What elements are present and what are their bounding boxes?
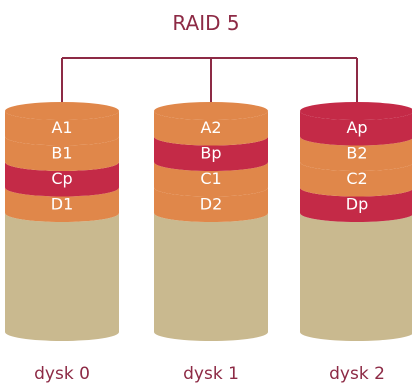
disk-2: Dp C2 B2 Ap dysk 2 (300, 102, 412, 384)
disk-top-cap (300, 102, 412, 120)
block-band (300, 162, 412, 197)
disk-label: dysk 2 (329, 364, 385, 384)
block-label: B1 (51, 143, 72, 162)
block-label: D2 (200, 194, 223, 213)
block-band (300, 111, 412, 146)
block-label: A2 (200, 118, 221, 137)
disk-empty-body (300, 213, 412, 341)
raid-connector-lines (61, 57, 358, 109)
block-label: C1 (200, 169, 221, 188)
block-band (154, 136, 268, 171)
block-band (154, 111, 268, 146)
diagram-title: RAID 5 (172, 11, 239, 35)
disk-top-cap (5, 102, 119, 120)
block-label: Cp (51, 169, 72, 188)
disk-group: D1 Cp B1 A1 dysk 0 D2 C1 Bp A2 dysk 1 Dp C2 B2 Ap dysk… (5, 102, 412, 384)
block-band (5, 111, 119, 146)
disk-label: dysk 0 (34, 364, 90, 384)
block-label: Bp (200, 143, 221, 162)
disk-top-cap (154, 102, 268, 120)
block-label: D1 (51, 194, 74, 213)
disk-label: dysk 1 (183, 364, 239, 384)
block-label: B2 (346, 143, 367, 162)
disk-0: D1 Cp B1 A1 dysk 0 (5, 102, 119, 384)
block-label: Dp (346, 194, 368, 213)
block-band (154, 187, 268, 222)
block-label: Ap (346, 118, 367, 137)
block-label: A1 (51, 118, 72, 137)
disk-empty-body (5, 213, 119, 341)
block-band (5, 187, 119, 222)
block-band (5, 162, 119, 197)
block-label: C2 (346, 169, 367, 188)
block-band (5, 136, 119, 171)
block-band (300, 136, 412, 171)
block-band (300, 187, 412, 222)
disk-1: D2 C1 Bp A2 dysk 1 (154, 102, 268, 384)
disk-empty-body (154, 213, 268, 341)
block-band (154, 162, 268, 197)
